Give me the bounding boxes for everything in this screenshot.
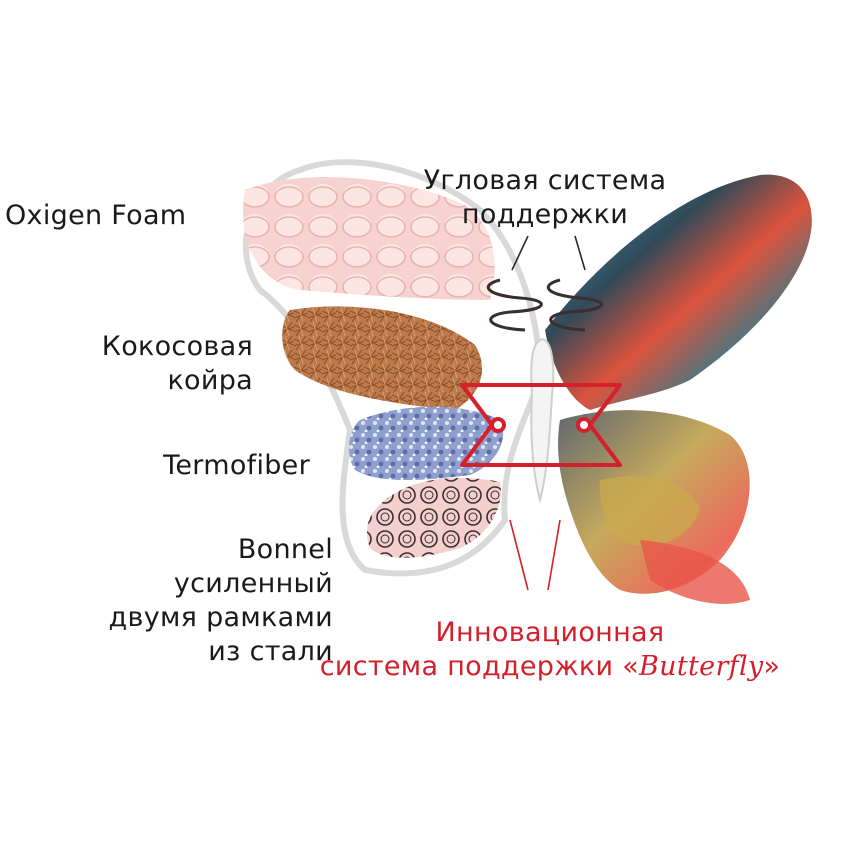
label-oxigen-foam: Oxigen Foam xyxy=(5,200,187,231)
label-innovation-line2-wrap: система поддержки «Butterfly» xyxy=(300,650,800,684)
oxigen-foam-layer xyxy=(243,177,495,300)
label-bonnel-line3: двумя рамками xyxy=(108,602,333,633)
corner-springs xyxy=(487,278,603,332)
label-bonnel-line4: из стали xyxy=(208,636,333,667)
label-innovation-line2: система поддержки « xyxy=(319,651,640,682)
label-bonnel-line2: усиленный xyxy=(173,568,333,599)
butterfly-support-frame xyxy=(460,383,622,467)
coconut-coir-layer xyxy=(282,306,483,410)
bonnel-springs-layer xyxy=(367,477,501,558)
label-corner-line1: Угловая система xyxy=(423,165,667,196)
label-coconut-coir: Кокосовая койра xyxy=(40,330,253,398)
label-innovation-close: » xyxy=(763,651,781,682)
label-corner-line2: поддержки xyxy=(461,199,629,230)
label-innovation-system: Инновационная система поддержки «Butterf… xyxy=(300,616,800,684)
right-wing xyxy=(545,174,812,604)
left-wing xyxy=(243,159,544,577)
label-corner-support: Угловая система поддержки xyxy=(400,164,690,232)
label-bonnel-line1: Bonnel xyxy=(237,534,333,565)
label-innovation-line1: Инновационная xyxy=(435,617,665,648)
label-termofiber: Termofiber xyxy=(163,450,310,481)
label-coconut-line1: Кокосовая xyxy=(101,331,253,362)
pointer-lines xyxy=(509,235,586,591)
label-bonnel: Bonnel усиленный двумя рамками из стали xyxy=(0,533,333,669)
butterfly-body xyxy=(530,338,555,504)
label-innovation-brand: Butterfly xyxy=(639,651,764,682)
label-coconut-line2: койра xyxy=(167,365,253,396)
